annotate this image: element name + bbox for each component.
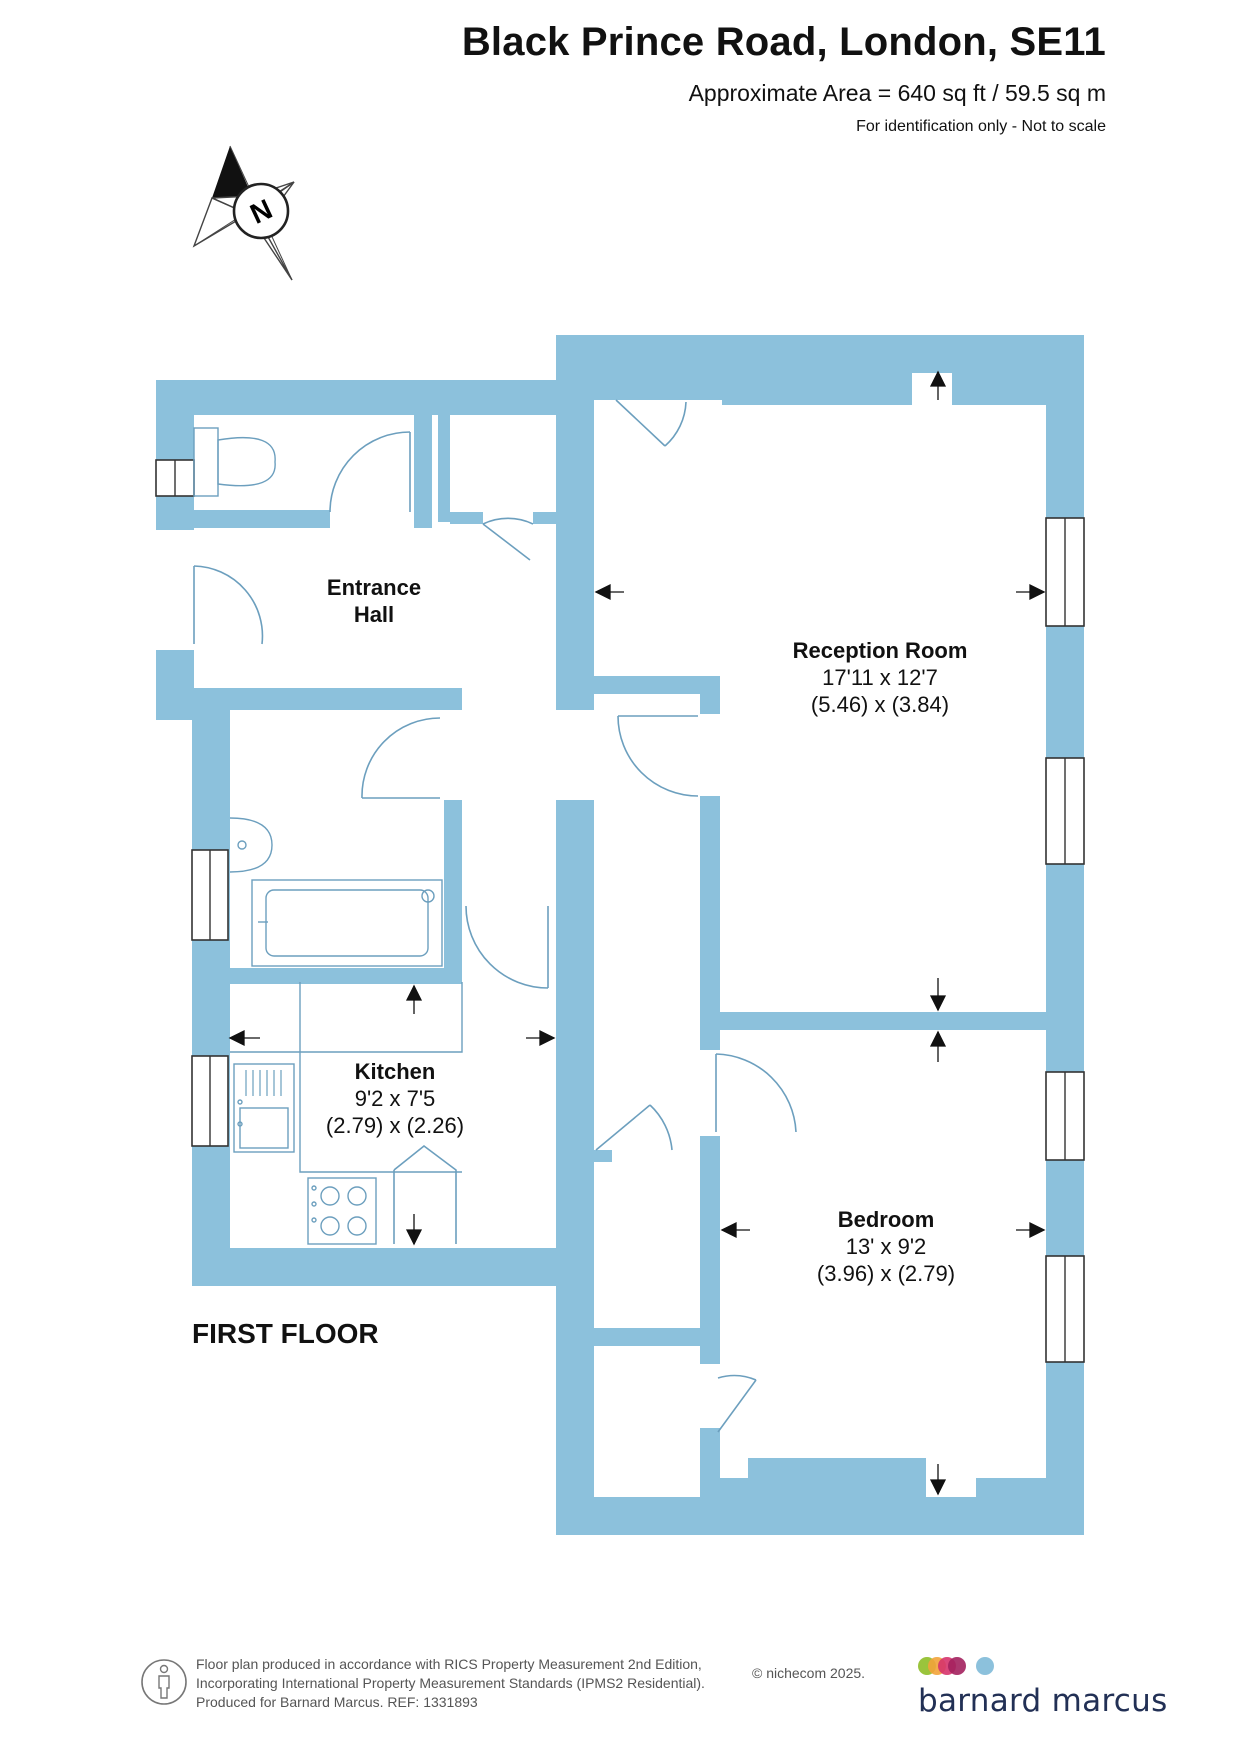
fixtures bbox=[193, 427, 463, 1245]
room-name: Bedroom bbox=[837, 1207, 935, 1232]
copyright-notice: © nichecom 2025. bbox=[752, 1665, 866, 1681]
compass-north-arrow-icon: N bbox=[192, 145, 295, 281]
footer-line: Floor plan produced in accordance with R… bbox=[196, 1656, 702, 1672]
room-name: Entrance bbox=[326, 575, 422, 600]
room-dimensions-imperial: 17'11 x 12'7 bbox=[822, 665, 938, 690]
room-dimensions-imperial: 9'2 x 7'5 bbox=[354, 1086, 436, 1111]
room-name: Kitchen bbox=[354, 1059, 436, 1084]
brand-logo-dots-icon bbox=[918, 1657, 994, 1675]
room-dimensions-metric: (5.46) x (3.84) bbox=[810, 692, 950, 717]
footer-line: Produced for Barnard Marcus. REF: 133189… bbox=[196, 1694, 478, 1710]
room-label-reception: Reception Room 17'11 x 12'7 (5.46) x (3.… bbox=[760, 637, 1000, 718]
room-label-entrance-hall: Entrance Hall bbox=[294, 574, 454, 628]
walls bbox=[155, 335, 1085, 1535]
room-name: Hall bbox=[353, 602, 395, 627]
room-dimensions-imperial: 13' x 9'2 bbox=[845, 1234, 927, 1259]
room-dimensions-metric: (3.96) x (2.79) bbox=[816, 1261, 956, 1286]
footer-disclaimer: Floor plan produced in accordance with R… bbox=[196, 1655, 705, 1712]
dimension-arrows bbox=[228, 370, 1046, 1496]
room-name: Reception Room bbox=[792, 638, 968, 663]
scale-note: For identification only - Not to scale bbox=[856, 118, 1106, 135]
footer-line: Incorporating International Property Mea… bbox=[196, 1675, 705, 1691]
brand-logo-text: barnard marcus bbox=[918, 1683, 1168, 1719]
room-dimensions-metric: (2.79) x (2.26) bbox=[325, 1113, 465, 1138]
doors bbox=[193, 399, 797, 1433]
approximate-area: Approximate Area = 640 sq ft / 59.5 sq m bbox=[688, 80, 1106, 106]
room-label-kitchen: Kitchen 9'2 x 7'5 (2.79) x (2.26) bbox=[295, 1058, 495, 1139]
accessibility-person-icon bbox=[141, 1659, 187, 1705]
room-label-bedroom: Bedroom 13' x 9'2 (3.96) x (2.79) bbox=[786, 1206, 986, 1287]
page-title: Black Prince Road, London, SE11 bbox=[461, 20, 1106, 64]
floor-name: FIRST FLOOR bbox=[192, 1318, 379, 1349]
